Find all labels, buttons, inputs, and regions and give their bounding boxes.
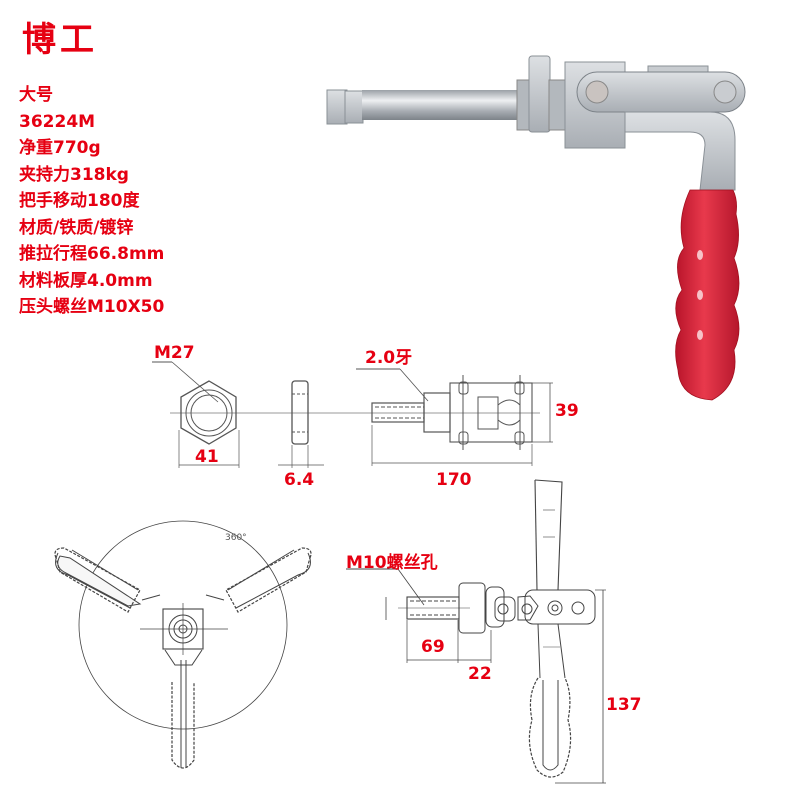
spec-weight: 净重770g <box>19 138 101 158</box>
label-thread-pitch: 2.0牙 <box>365 348 413 368</box>
spec-stroke: 推拉行程66.8mm <box>19 244 165 264</box>
spec-list: 大号 36224M 净重770g 夹持力318kg 把手移动180度 材质/铁质… <box>19 82 164 321</box>
spec-material: 材质/铁质/镀锌 <box>19 217 134 238</box>
dim-handle-height: 137 <box>606 695 642 715</box>
dim-height: 39 <box>555 401 579 421</box>
spec-size: 大号 <box>19 85 53 105</box>
red-handle-grip <box>675 189 740 401</box>
label-thread-m27: M27 <box>154 343 195 363</box>
drawing-side-view <box>346 479 606 784</box>
spec-model: 36224M <box>19 111 96 132</box>
dim-total-length: 170 <box>436 470 472 490</box>
dim-nut-width: 41 <box>195 447 219 467</box>
label-m10-screw-hole: M10螺丝孔 <box>346 553 438 573</box>
hex-nut <box>528 55 551 133</box>
lever-arm <box>624 111 736 191</box>
dim-nut-thickness: 6.4 <box>284 470 315 490</box>
drawing-rotation-view <box>54 520 312 769</box>
dim-collar-length: 22 <box>468 664 492 684</box>
spec-plate-thickness: 材料板厚4.0mm <box>19 270 153 291</box>
brand-logo: 博工 <box>22 20 98 60</box>
spec-holding-force: 夹持力318kg <box>19 164 129 185</box>
drawing-top-views <box>152 361 553 468</box>
label-360-degrees: 360° <box>225 533 247 543</box>
plunger-rod <box>362 90 522 120</box>
end-nut <box>326 89 364 125</box>
dim-plunger-length: 69 <box>421 637 445 657</box>
spec-pressure-screw: 压头螺丝M10X50 <box>19 297 165 317</box>
spec-handle-travel: 把手移动180度 <box>19 191 140 211</box>
